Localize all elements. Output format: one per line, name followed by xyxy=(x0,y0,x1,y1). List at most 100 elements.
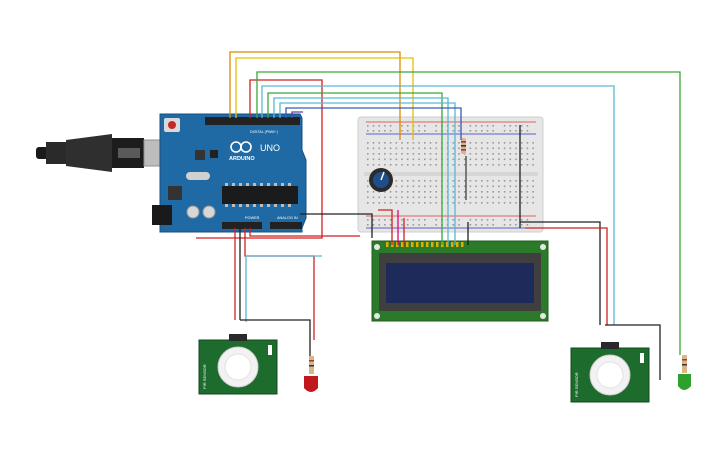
breadboard-hole xyxy=(418,196,420,199)
breadboard-hole xyxy=(492,224,494,226)
breadboard-hole xyxy=(509,180,512,182)
lcd-pin xyxy=(446,242,449,247)
breadboard-hole xyxy=(503,180,506,182)
breadboard-hole xyxy=(372,224,375,226)
breadboard-hole xyxy=(509,158,512,161)
breadboard-hole xyxy=(384,202,386,204)
breadboard-hole xyxy=(412,180,415,182)
breadboard-hole xyxy=(384,224,386,226)
breadboard-hole xyxy=(520,191,523,193)
breadboard-hole xyxy=(418,142,420,144)
breadboard-hole xyxy=(526,196,529,199)
breadboard-hole xyxy=(463,202,466,204)
potentiometer[interactable] xyxy=(369,168,393,192)
breadboard-hole xyxy=(509,224,512,226)
breadboard-hole xyxy=(401,219,403,221)
breadboard-hole xyxy=(475,130,477,132)
breadboard-hole xyxy=(429,191,432,193)
breadboard-hole xyxy=(406,153,409,155)
breadboard-hole xyxy=(520,185,523,188)
breadboard-hole xyxy=(412,185,415,188)
breadboard-hole xyxy=(520,153,523,155)
breadboard-hole xyxy=(509,191,512,193)
breadboard-hole xyxy=(424,224,426,226)
breadboard-hole xyxy=(367,196,369,199)
usb-cable xyxy=(36,134,175,172)
arduino-uno-board: ARDUINO UNO DIGITAL (PWM~) POWER ANALOG … xyxy=(152,113,307,233)
breadboard-hole xyxy=(384,191,386,193)
breadboard-hole xyxy=(424,125,426,127)
lcd-display xyxy=(371,240,549,322)
breadboard-hole xyxy=(515,202,517,204)
breadboard-hole xyxy=(458,180,460,182)
breadboard-hole xyxy=(406,219,409,221)
breadboard-hole xyxy=(429,142,432,144)
breadboard-hole xyxy=(367,219,369,221)
breadboard-hole xyxy=(463,158,466,161)
breadboard-hole xyxy=(435,202,437,204)
breadboard-hole xyxy=(395,153,398,155)
wire-green-led xyxy=(256,71,681,355)
breadboard-hole xyxy=(520,180,523,182)
breadboard-hole xyxy=(469,142,472,144)
breadboard-hole xyxy=(498,196,500,199)
breadboard-hole xyxy=(435,142,437,144)
breadboard-hole xyxy=(372,130,375,132)
breadboard-hole xyxy=(435,158,437,161)
breadboard-hole xyxy=(515,219,517,221)
breadboard-hole xyxy=(395,147,398,150)
breadboard-hole xyxy=(509,153,512,155)
breadboard-hole xyxy=(372,153,375,155)
breadboard-hole xyxy=(429,158,432,161)
breadboard-hole xyxy=(509,196,512,199)
breadboard-hole xyxy=(401,185,403,188)
pir-sensor-left: PIR SENSOR xyxy=(198,334,278,395)
breadboard-hole xyxy=(532,164,534,166)
digital-header-label: DIGITAL (PWM~) xyxy=(250,130,278,134)
breadboard-hole xyxy=(378,130,380,132)
breadboard-hole xyxy=(395,185,398,188)
breadboard-hole xyxy=(532,158,534,161)
breadboard-hole xyxy=(526,219,529,221)
breadboard-hole xyxy=(469,153,472,155)
breadboard-hole xyxy=(520,158,523,161)
breadboard-hole xyxy=(481,202,483,204)
breadboard-hole xyxy=(406,142,409,144)
breadboard-hole xyxy=(458,164,460,166)
breadboard-hole xyxy=(452,185,455,188)
breadboard-hole xyxy=(452,164,455,166)
breadboard-hole xyxy=(389,158,392,161)
breadboard-hole xyxy=(458,191,460,193)
breadboard-hole xyxy=(498,147,500,150)
breadboard-hole xyxy=(412,202,415,204)
breadboard-hole xyxy=(481,180,483,182)
breadboard-hole xyxy=(424,153,426,155)
breadboard-hole xyxy=(435,185,437,188)
breadboard-hole xyxy=(418,180,420,182)
breadboard-hole xyxy=(378,196,380,199)
breadboard-hole xyxy=(372,164,375,166)
breadboard-hole xyxy=(481,185,483,188)
breadboard-hole xyxy=(418,147,420,150)
resistor xyxy=(461,138,466,154)
breadboard-hole xyxy=(452,153,455,155)
breadboard-hole xyxy=(435,224,437,226)
breadboard-hole xyxy=(481,147,483,150)
breadboard-hole xyxy=(406,130,409,132)
breadboard-hole xyxy=(520,125,523,127)
breadboard-hole xyxy=(424,164,426,166)
breadboard-hole xyxy=(389,142,392,144)
breadboard-hole xyxy=(458,158,460,161)
breadboard-hole xyxy=(367,164,369,166)
breadboard-hole xyxy=(389,191,392,193)
breadboard-hole xyxy=(452,219,455,221)
breadboard-hole xyxy=(492,180,494,182)
breadboard-hole xyxy=(389,224,392,226)
breadboard-hole xyxy=(509,185,512,188)
breadboard-hole xyxy=(412,153,415,155)
breadboard-hole xyxy=(406,180,409,182)
breadboard-hole xyxy=(515,185,517,188)
breadboard-hole xyxy=(475,158,477,161)
breadboard-hole xyxy=(378,158,380,161)
breadboard-hole xyxy=(458,224,460,226)
